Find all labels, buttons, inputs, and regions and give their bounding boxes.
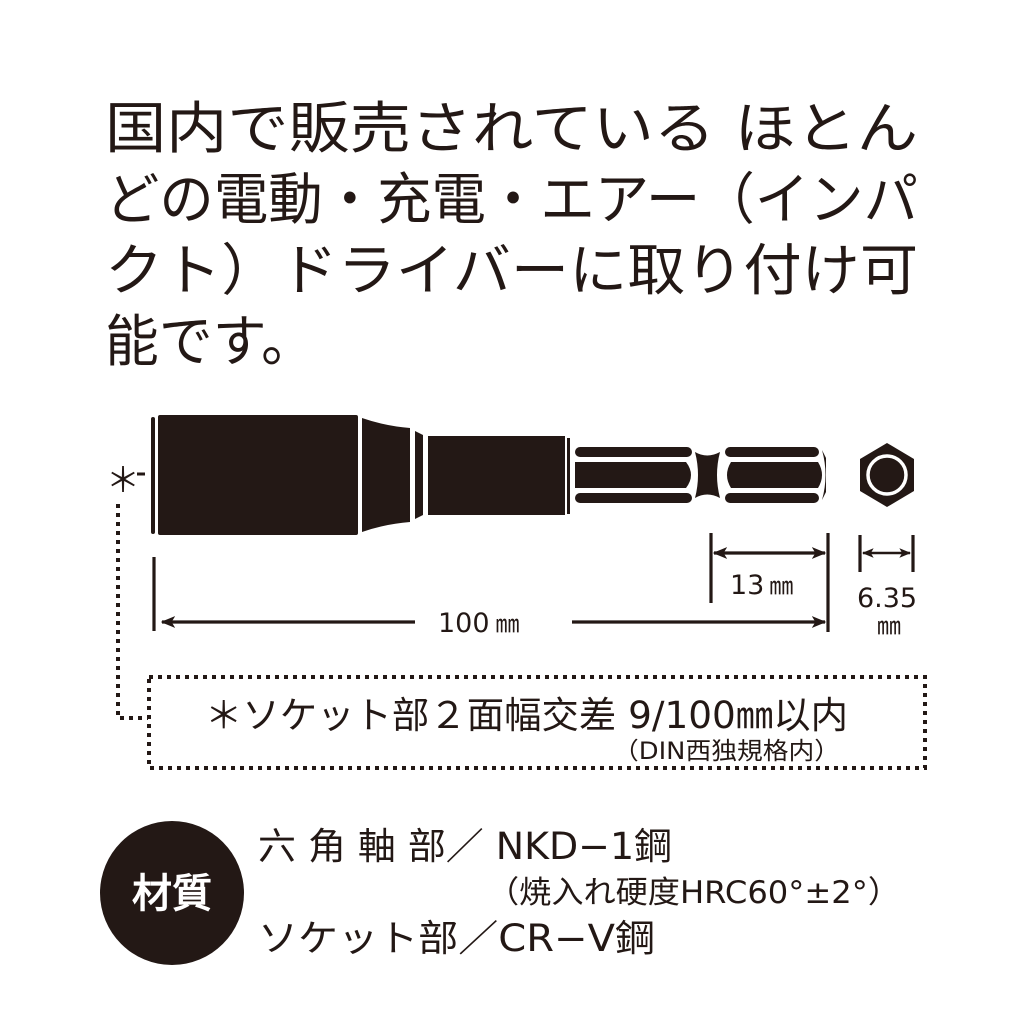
hex-facet-middle (575, 462, 691, 488)
materials-badge-label: 材質 (132, 871, 212, 917)
socket-ring (415, 431, 423, 519)
hex-facet-top (575, 447, 692, 457)
note-marker-leader: ＊ (106, 461, 148, 720)
hex-facet-bottom (575, 493, 692, 503)
socket-body (158, 415, 358, 535)
socket-adapter-illustration (151, 415, 914, 535)
hex-groove (695, 452, 720, 498)
dim-13-value: 13 (730, 570, 764, 601)
material-hex-shaft: 六 角 軸 部／ NKD−1鋼 (258, 825, 672, 868)
socket-tolerance-note: ＊ソケット部２面幅交差 9/100㎜以内 （DIN西独規格内） (147, 675, 927, 770)
hex-facet-top-right (725, 447, 819, 457)
note-sub-text: （DIN西独規格内） (613, 737, 840, 765)
dim-635-value: 6.35 (857, 583, 917, 614)
dotted-leader-line (116, 504, 148, 720)
heading-line-4: 能です。 (105, 310, 315, 375)
shaft (428, 436, 565, 515)
dim-100-value: 100 (438, 608, 490, 639)
dim-100-unit: ㎜ (496, 610, 520, 638)
heading-line-1: 国内で販売されている ほとん (105, 97, 918, 162)
dim-635-unit: ㎜ (877, 612, 901, 640)
heading-line-2: どの電動・充電・エアー（インパ (105, 168, 918, 233)
dimension-hex-width: 6.35 ㎜ (857, 535, 917, 640)
socket-rim (151, 417, 155, 534)
dim-13-unit: ㎜ (769, 572, 793, 600)
materials-badge (100, 821, 244, 965)
hex-facet-middle-right (727, 462, 822, 488)
note-main-text: ＊ソケット部２面幅交差 9/100㎜以内 (205, 694, 848, 737)
heading: 国内で販売されている ほとん どの電動・充電・エアー（インパ クト）ドライバーに… (105, 97, 918, 375)
material-socket: ソケット部／CR−V鋼 (258, 917, 655, 960)
hex-facet-bottom-right (725, 493, 819, 503)
shaft-collar (567, 438, 570, 514)
materials-section: 材質 六 角 軸 部／ NKD−1鋼 （焼入れ硬度HRC60°±2°） ソケット… (100, 821, 900, 965)
asterisk-marker: ＊ (106, 461, 140, 501)
hex-shank (575, 447, 826, 503)
hexagon-icon (860, 443, 914, 507)
hex-end-view (860, 443, 914, 507)
hex-ring (866, 454, 908, 496)
material-hardness: （焼入れ硬度HRC60°±2°） (487, 875, 900, 911)
note-box (147, 675, 927, 770)
heading-line-3: クト）ドライバーに取り付け可 (105, 239, 918, 304)
socket-neck (362, 418, 410, 532)
hex-tip (822, 450, 826, 500)
